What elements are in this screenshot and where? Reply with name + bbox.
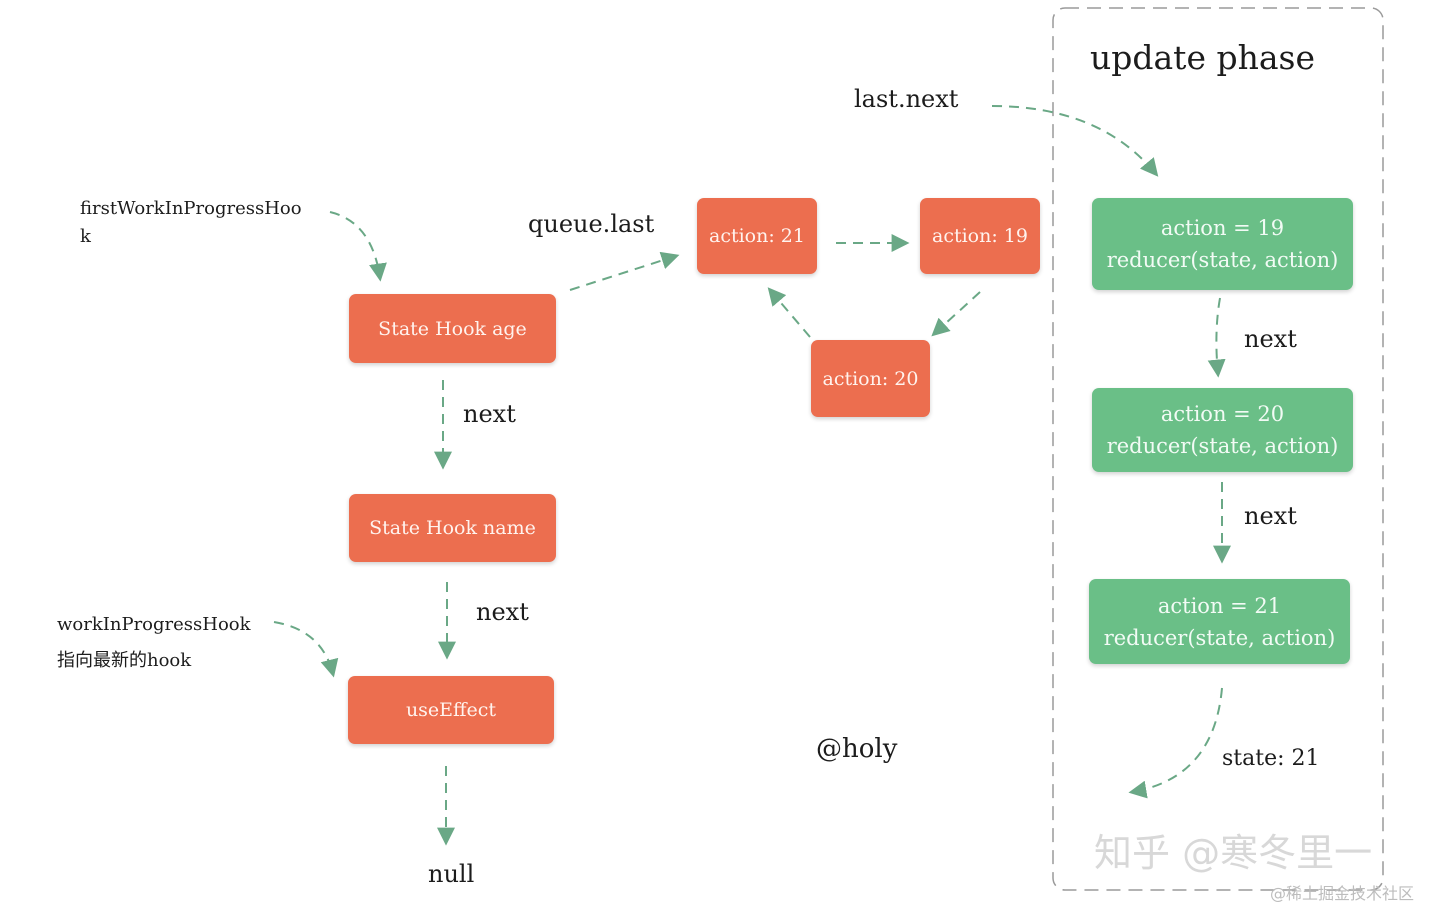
update-reducer-text: reducer(state, action)	[1103, 625, 1336, 650]
update-action-text: action = 20	[1160, 402, 1285, 426]
node-label: State Hook name	[369, 517, 536, 539]
update-phase-frame	[1052, 7, 1384, 891]
queue-last-arrow	[569, 251, 680, 291]
queue-arrow-20-21	[767, 287, 811, 338]
node-label: action: 21	[709, 225, 805, 247]
queue-action-20-node: action: 20	[811, 340, 930, 417]
queue-action-21-node: action: 21	[697, 198, 817, 274]
next-label: next	[1244, 325, 1297, 353]
juejin-watermark: @稀土掘金技术社区	[1270, 884, 1415, 903]
author-label: @holy	[816, 734, 898, 764]
first-wip-pointer-arrow	[329, 211, 387, 282]
first-wip-hook-label-line2: k	[80, 226, 91, 247]
node-label: State Hook age	[378, 317, 527, 340]
use-effect-node: useEffect	[348, 676, 554, 744]
update-phase-title: update phase	[1090, 38, 1315, 77]
update-next-arrow-1	[1207, 297, 1226, 378]
wip-hook-label-line1: workInProgressHook	[57, 614, 251, 635]
next-label: next	[1244, 502, 1297, 530]
queue-arrow-19-20	[931, 291, 981, 337]
last-next-label: last.next	[854, 85, 959, 113]
queue-action-19-node: action: 19	[920, 198, 1040, 274]
update-reducer-text: reducer(state, action)	[1106, 434, 1339, 458]
next-label: next	[476, 598, 529, 626]
first-wip-hook-label-line1: firstWorkInProgressHoo	[80, 198, 302, 219]
update-action-text: action = 21	[1157, 593, 1282, 618]
node-label: action: 20	[822, 367, 919, 390]
state-result-label: state: 21	[1222, 746, 1320, 771]
state-hook-name-node: State Hook name	[349, 494, 556, 562]
update-node-action-19: action = 19 reducer(state, action)	[1092, 198, 1353, 290]
wip-pointer-arrow	[273, 621, 339, 678]
state-result-arrow	[1128, 687, 1223, 799]
update-action-text: action = 19	[1160, 216, 1285, 240]
state-hook-age-node: State Hook age	[349, 294, 556, 363]
null-label: null	[428, 860, 475, 888]
zhihu-watermark: 知乎 @寒冬里一	[1094, 831, 1373, 875]
wip-hook-label-line2: 指向最新的hook	[57, 650, 192, 671]
next-label: next	[463, 400, 516, 428]
node-label: action: 19	[932, 225, 1028, 247]
update-node-action-20: action = 20 reducer(state, action)	[1092, 388, 1353, 472]
last-next-arrow	[991, 105, 1159, 177]
update-reducer-text: reducer(state, action)	[1106, 248, 1339, 272]
queue-last-label: queue.last	[528, 210, 655, 238]
node-label: useEffect	[405, 699, 497, 721]
update-node-action-21: action = 21 reducer(state, action)	[1089, 579, 1350, 664]
